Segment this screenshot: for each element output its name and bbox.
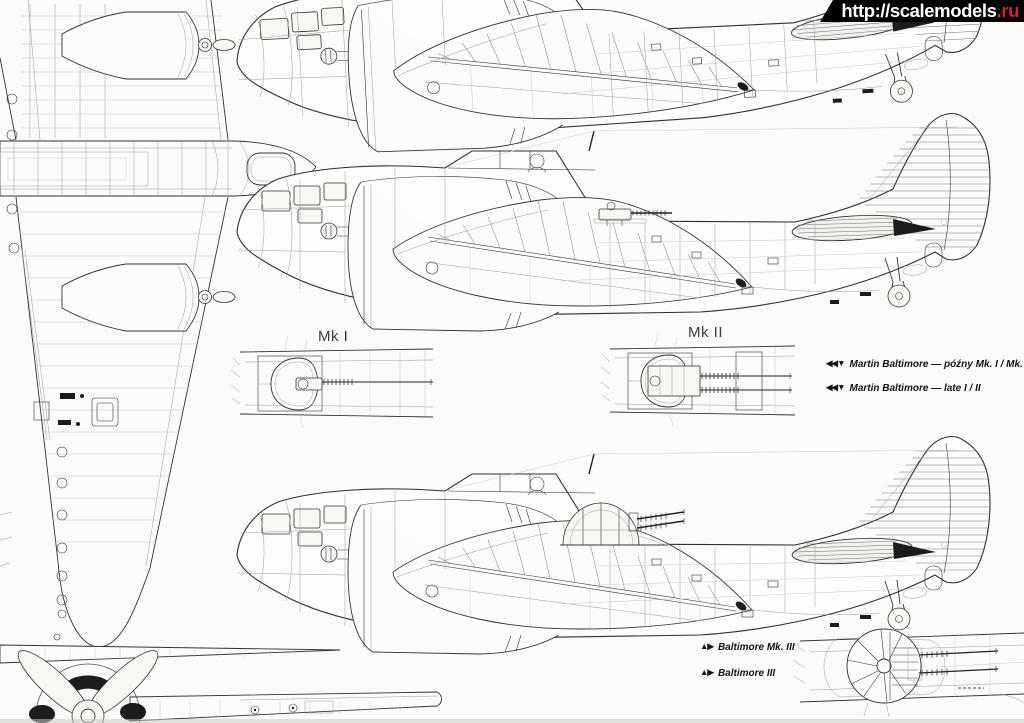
gun-detail-mk1 xyxy=(230,335,434,429)
caption-mk3-pl: ▲▶Baltimore Mk. III xyxy=(700,641,795,653)
plan-view xyxy=(0,0,317,648)
side-view-early xyxy=(231,0,1000,161)
label-mk2: Mk II xyxy=(688,324,723,341)
turret-detail-mk3-plan xyxy=(792,628,1024,718)
side-view-mk3 xyxy=(237,437,996,654)
side-view-late-mk1-mk2 xyxy=(237,114,996,331)
gun-detail-mk2 xyxy=(600,332,796,427)
watermark-url: http://scalemodels.ru xyxy=(841,0,1019,21)
caption-late-mk1-mk2-en: ◀◀▼Martin Baltimore — late I / II xyxy=(826,382,981,394)
caption-arrows-icon: ▲▶ xyxy=(700,667,714,677)
caption-arrows-icon: ▲▶ xyxy=(700,641,714,651)
front-view xyxy=(0,644,442,723)
scan-edge xyxy=(0,719,1024,723)
watermark-banner: http://scalemodels.ru xyxy=(820,0,1024,22)
caption-arrows-icon: ◀◀▼ xyxy=(826,358,845,368)
caption-late-mk1-mk2-pl: ◀◀▼Martin Baltimore — późny Mk. I / Mk. … xyxy=(826,358,1024,370)
caption-arrows-icon: ◀◀▼ xyxy=(826,382,845,392)
dorsal-turret xyxy=(560,502,685,546)
label-mk1: Mk I xyxy=(318,328,349,345)
caption-mk3-en: ▲▶Baltimore III xyxy=(700,667,776,679)
dorsal-gun xyxy=(593,201,672,226)
